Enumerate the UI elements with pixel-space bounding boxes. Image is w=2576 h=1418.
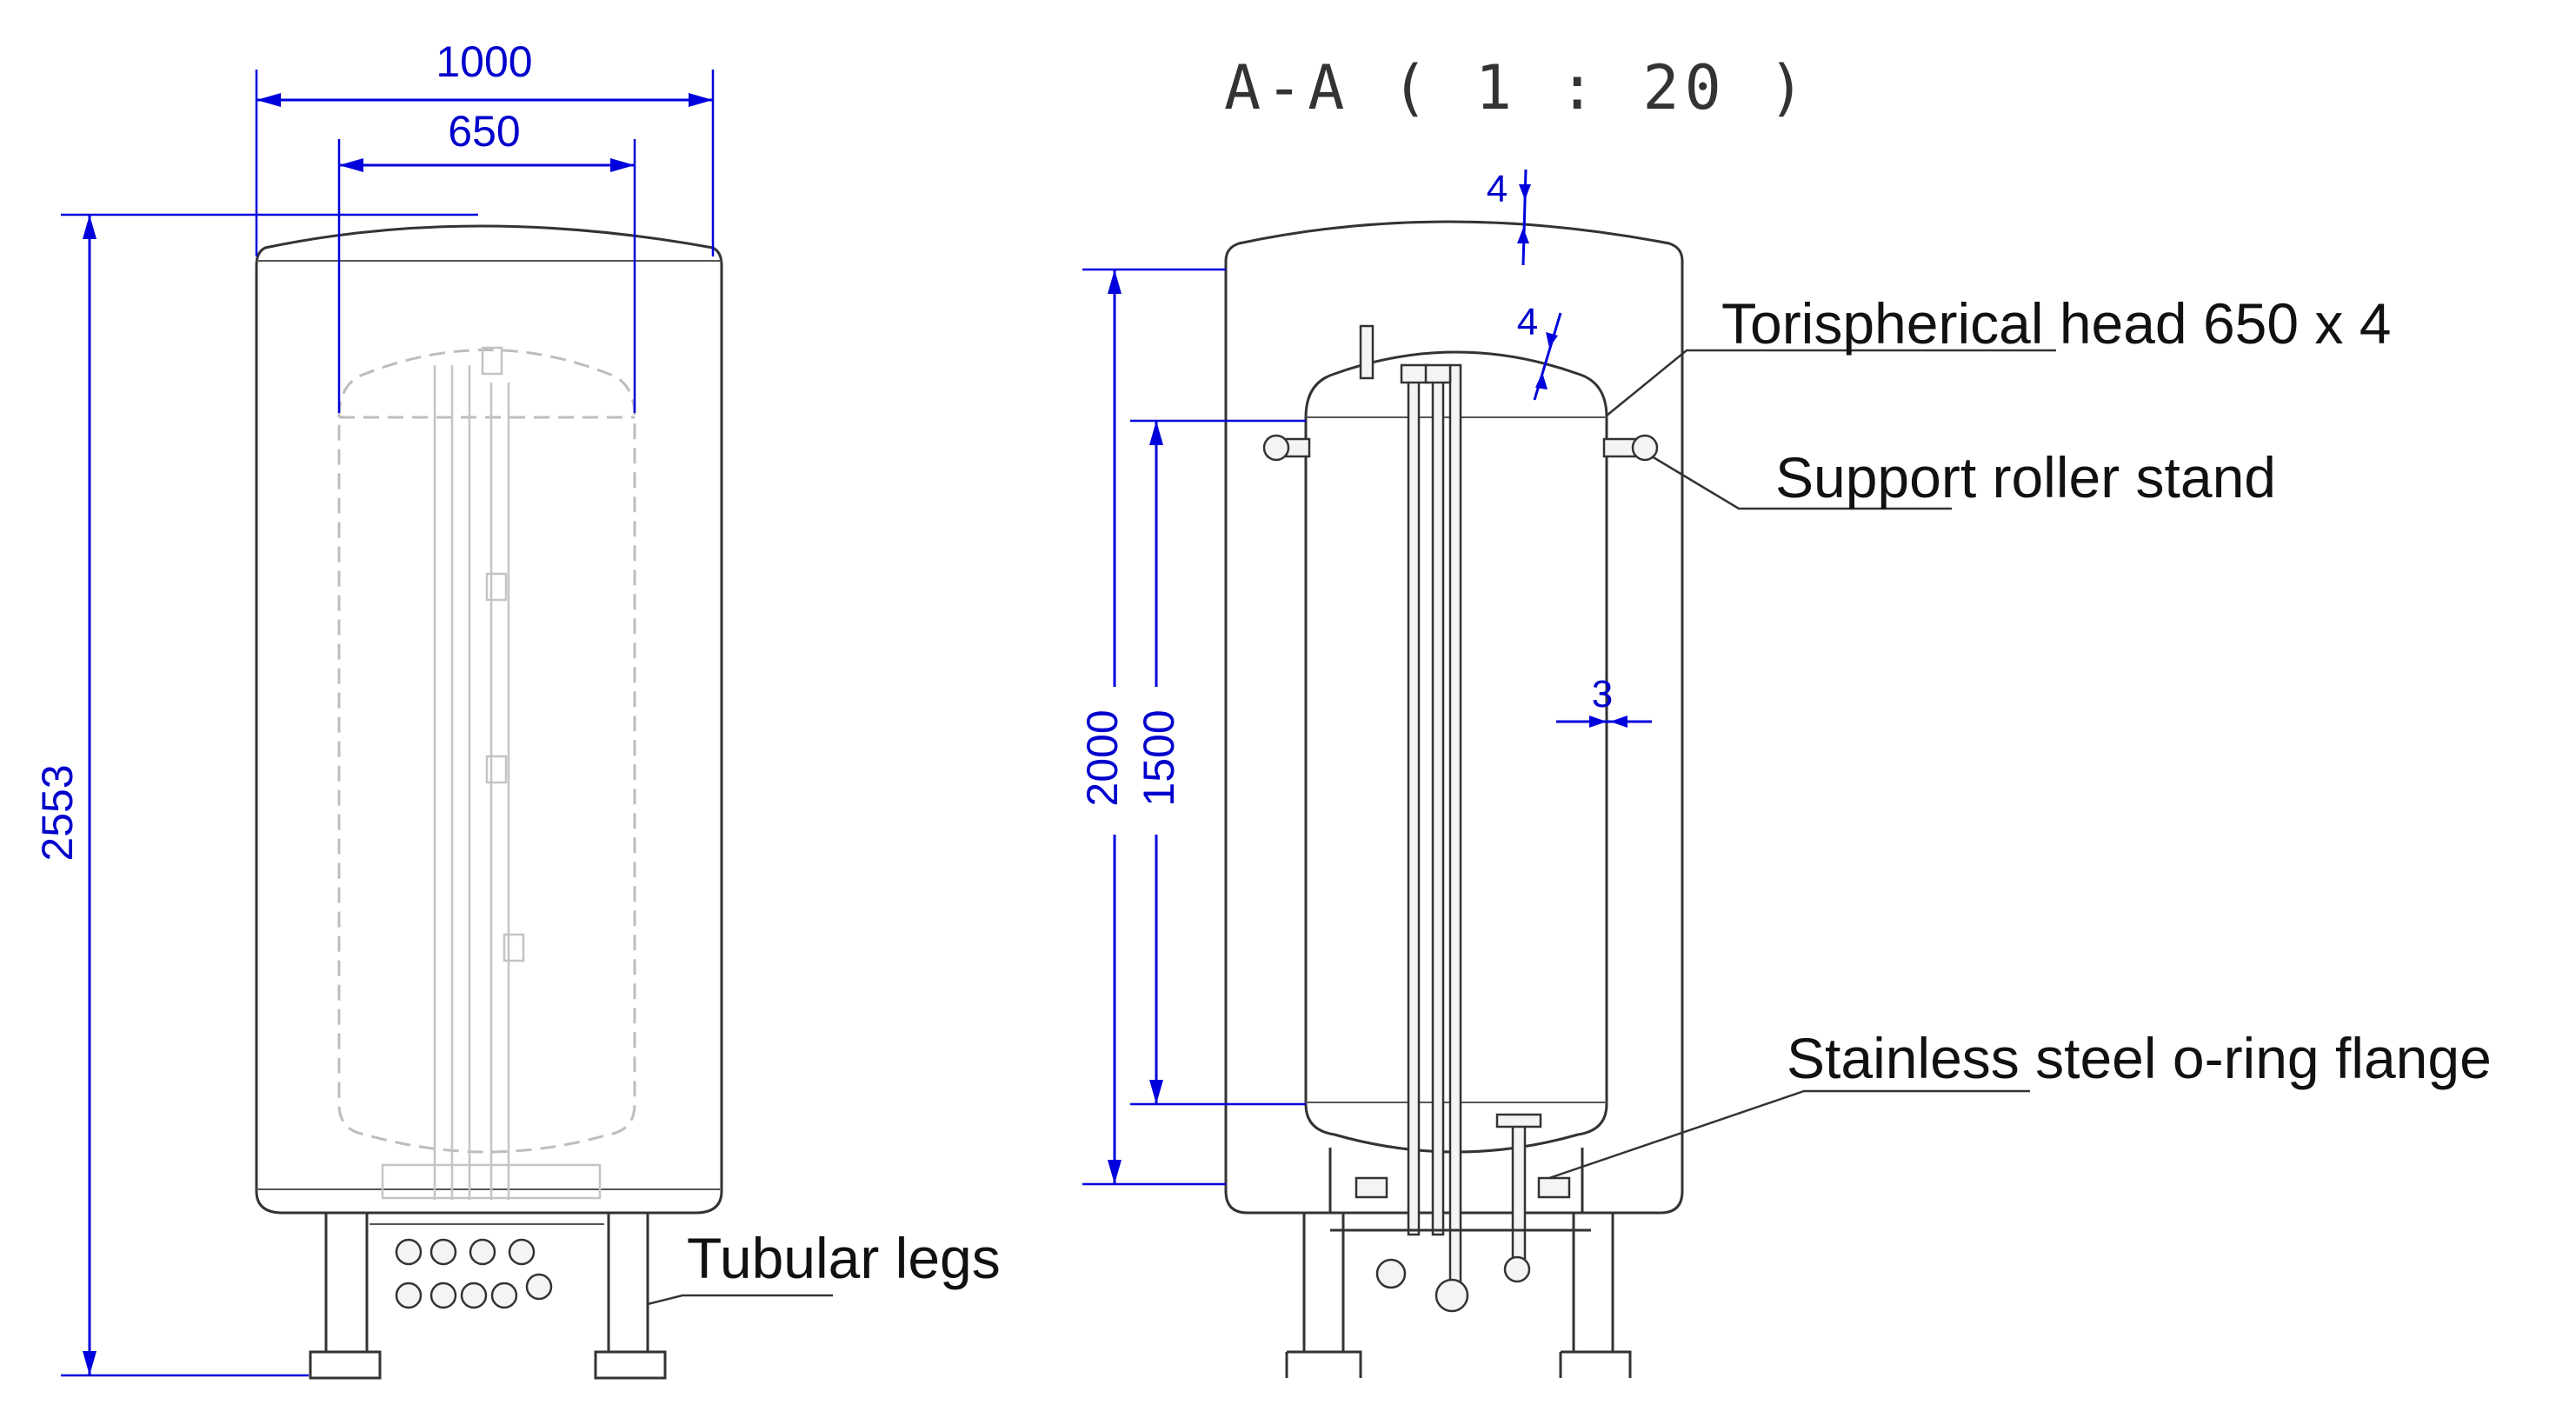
dimension-total-height: 2553 bbox=[33, 213, 478, 1377]
section-title: A-A ( 1 : 20 ) bbox=[1224, 52, 1810, 123]
callout-support-roller: Support roller stand bbox=[1651, 445, 2276, 510]
front-view: 1000 650 2553 Tubular legs bbox=[33, 37, 1001, 1380]
section-view-legs bbox=[1285, 1213, 1632, 1378]
section-outer-shell bbox=[1224, 220, 1684, 1215]
dim-label-1500: 1500 bbox=[1135, 709, 1183, 806]
dim-label-2000: 2000 bbox=[1078, 709, 1127, 806]
bottom-fittings bbox=[395, 1238, 553, 1309]
label-tubular-legs: Tubular legs bbox=[687, 1226, 1001, 1290]
dim-label-head-outer: 4 bbox=[1487, 168, 1508, 210]
dim-label-650: 650 bbox=[448, 107, 520, 156]
dimension-wall-thickness: 3 bbox=[1556, 673, 1652, 728]
dimension-shell-height: 2000 bbox=[1078, 268, 1226, 1186]
callout-tubular-legs: Tubular legs bbox=[647, 1226, 1001, 1306]
internal-pipes bbox=[1359, 324, 1542, 1288]
support-rollers bbox=[1262, 434, 1659, 462]
dimension-outer-head-thickness: 4 bbox=[1487, 168, 1531, 266]
label-oring-flange: Stainless steel o-ring flange bbox=[1787, 1026, 2492, 1090]
dimension-outer-width: 1000 bbox=[255, 37, 715, 256]
callout-torispherical-head: Torispherical head 650 x 4 bbox=[1606, 291, 2391, 416]
dimension-inner-width: 650 bbox=[337, 107, 636, 413]
dim-label-head-inner: 4 bbox=[1517, 301, 1538, 343]
callout-oring-flange: Stainless steel o-ring flange bbox=[1548, 1026, 2492, 1180]
left-view-legs bbox=[309, 1213, 667, 1380]
dim-label-wall: 3 bbox=[1592, 673, 1613, 716]
label-support-roller: Support roller stand bbox=[1775, 445, 2276, 509]
outer-tank-outline bbox=[255, 224, 723, 1215]
section-view: A-A ( 1 : 20 ) bbox=[1078, 52, 2492, 1378]
dimension-inner-height: 1500 bbox=[1130, 419, 1306, 1106]
dim-label-1000: 1000 bbox=[436, 37, 532, 86]
label-torispherical-head: Torispherical head 650 x 4 bbox=[1721, 291, 2391, 356]
bottom-flange-area bbox=[1328, 1148, 1591, 1313]
hidden-inner-vessel bbox=[337, 346, 636, 1200]
dimension-inner-head-thickness: 4 bbox=[1517, 301, 1562, 401]
dim-label-2553: 2553 bbox=[33, 764, 82, 861]
